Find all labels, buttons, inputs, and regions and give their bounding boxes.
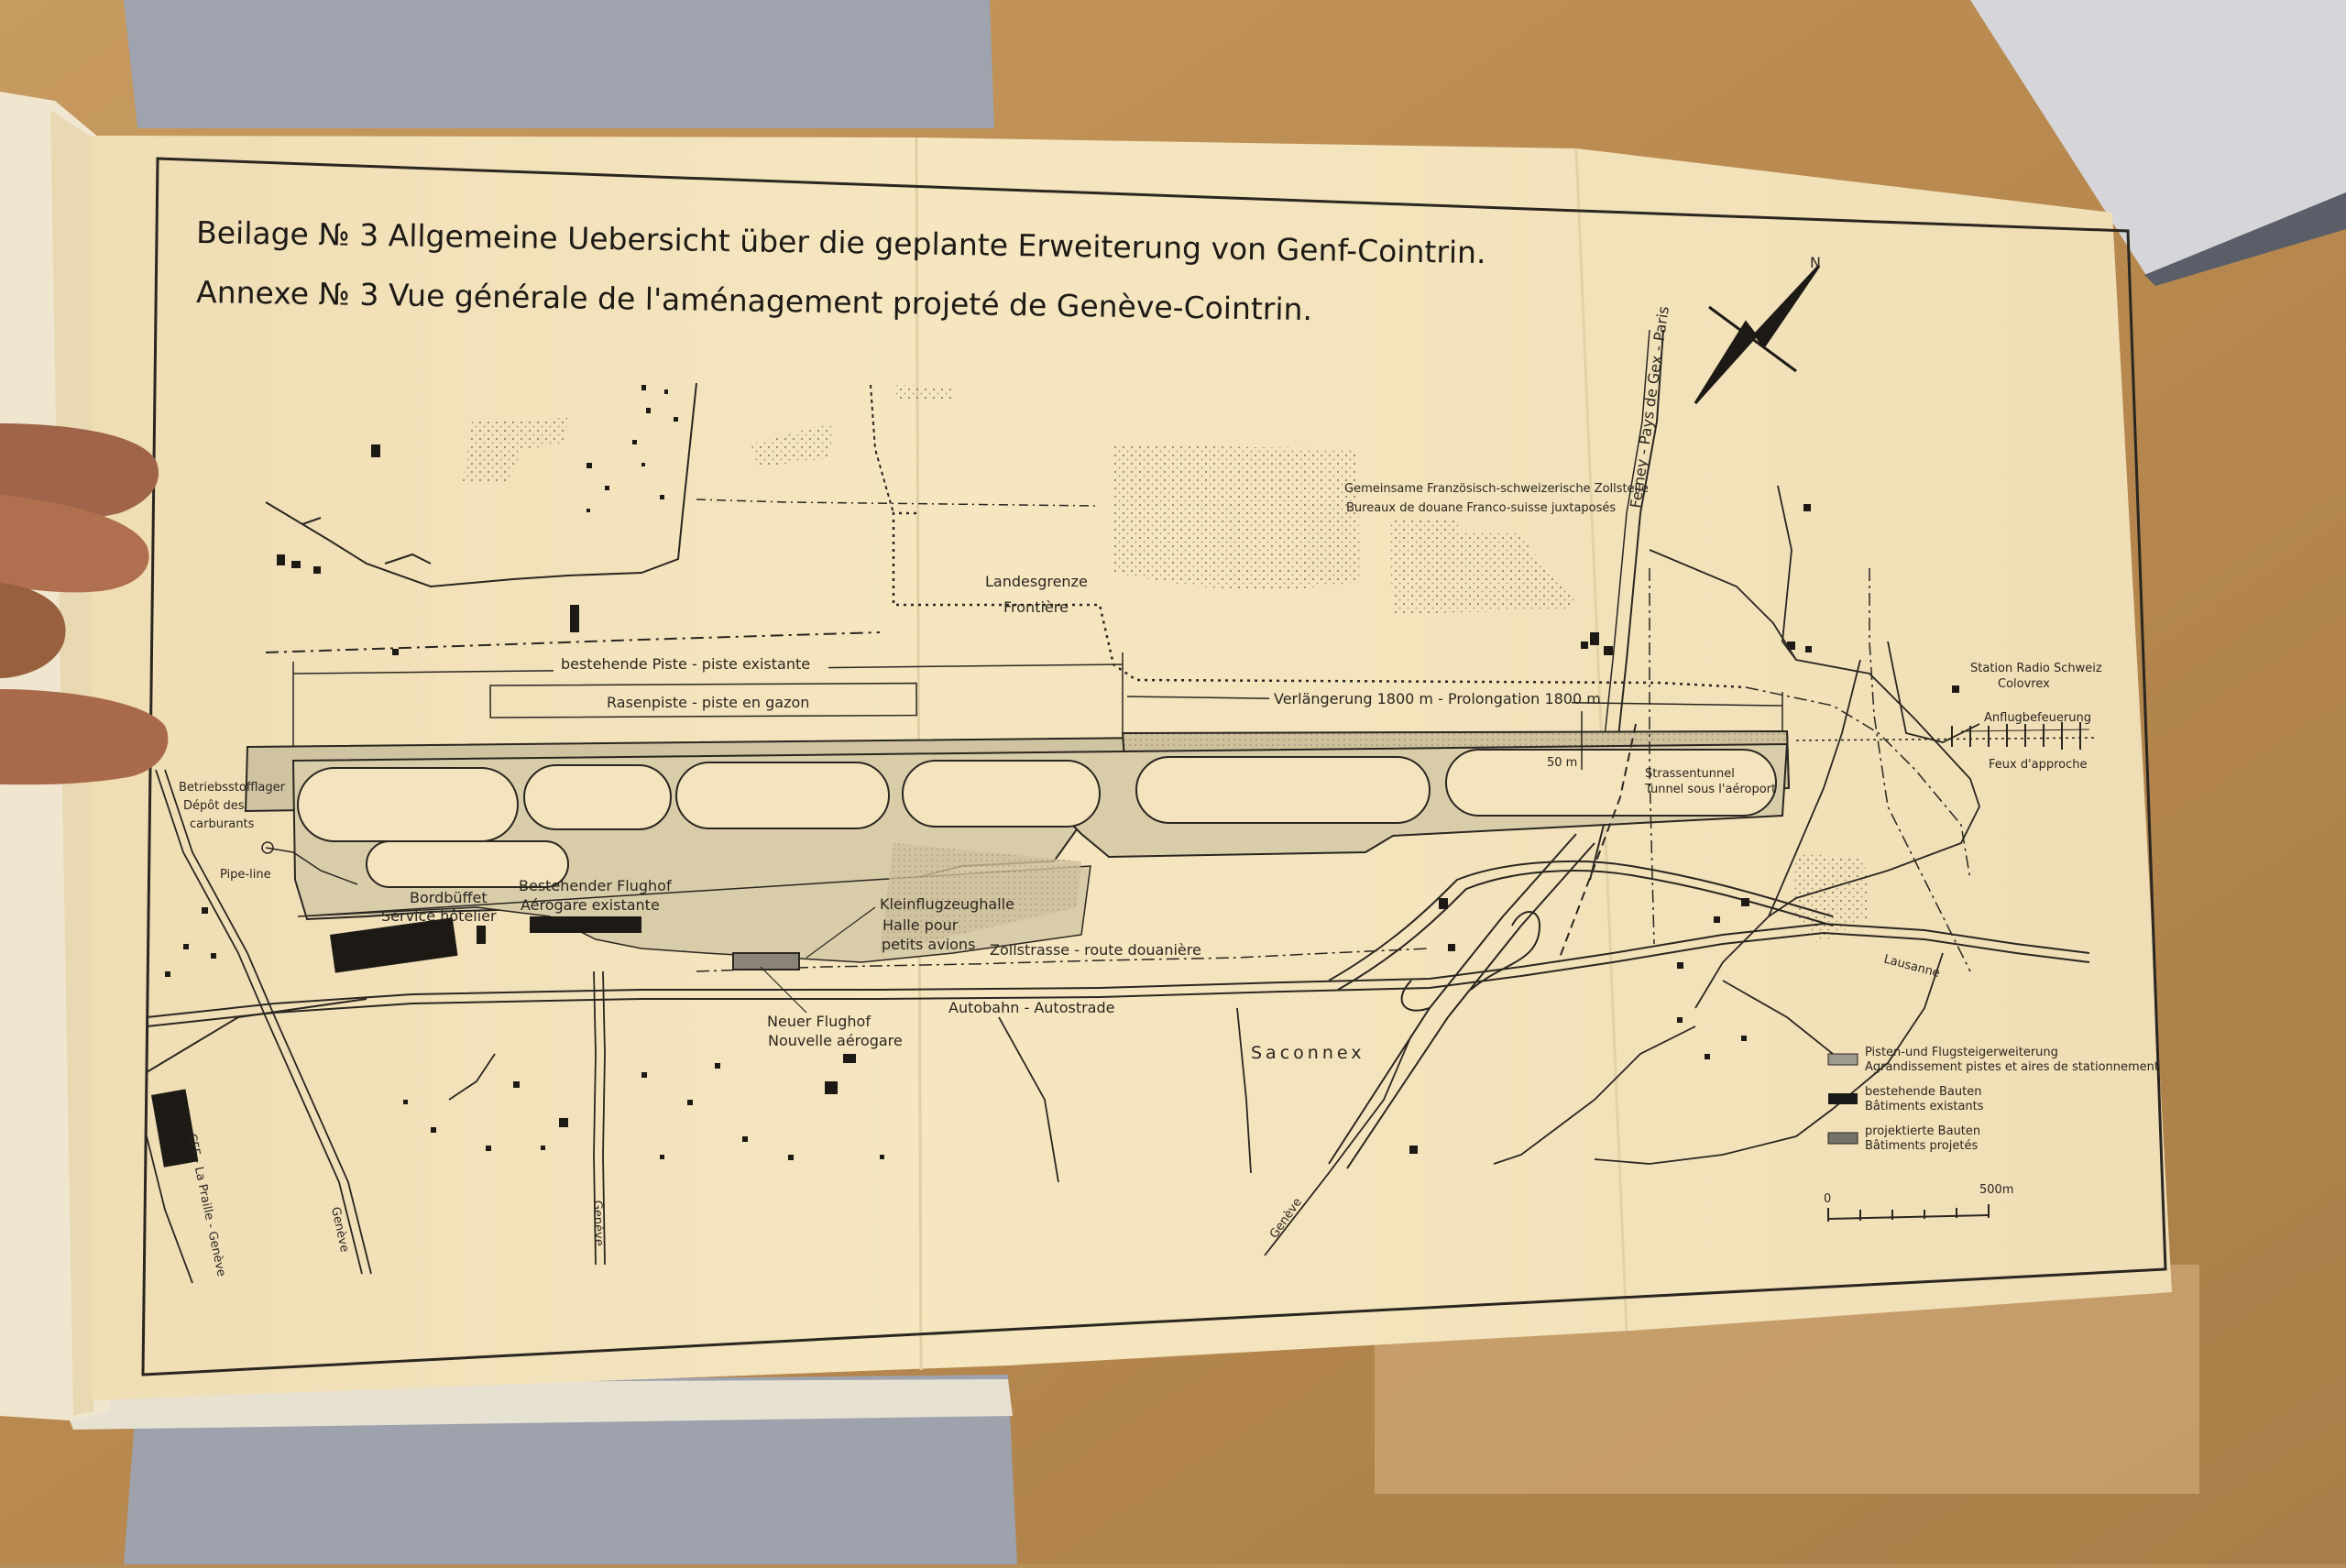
frontiere-label: Frontière bbox=[1003, 598, 1069, 616]
bordbuffet-label-de: Bordbüffet bbox=[410, 889, 488, 906]
flughof-label-de: Bestehender Flughof bbox=[519, 877, 672, 894]
frontier-line bbox=[892, 511, 1747, 689]
betrieb-label-2: Dépôt des bbox=[183, 799, 245, 813]
north-roads bbox=[265, 382, 697, 588]
north-arrow-icon bbox=[1694, 264, 1821, 405]
bordbuffet-label-fr: Service hôtelier bbox=[381, 907, 497, 925]
hand-finger bbox=[0, 423, 159, 523]
scale-bar bbox=[1827, 1204, 1990, 1222]
rasenpiste-label: Rasenpiste - piste en gazon bbox=[607, 694, 809, 711]
small-aircraft-hangar bbox=[732, 952, 800, 970]
scale-start: 0 bbox=[1824, 1192, 1831, 1206]
south-buildings bbox=[150, 898, 1749, 1168]
tunnel-label-de: Strassentunnel bbox=[1645, 767, 1735, 781]
douane-label-fr: Bureaux de douane Franco-suisse juxtapos… bbox=[1346, 501, 1616, 515]
colovrex-label: Colovrex bbox=[1998, 677, 2050, 691]
map-border bbox=[141, 157, 2167, 1376]
south-roads bbox=[146, 769, 1412, 1284]
kleinflug-label-2: Halle pour bbox=[882, 916, 959, 934]
douane-label-de: Gemeinsame Französisch-schweizerische Zo… bbox=[1344, 482, 1649, 496]
existing-terminal bbox=[530, 916, 641, 933]
betrieb-label-3: carburants bbox=[190, 817, 255, 831]
legend-1-de: Pisten-und Flugsteigerweiterung bbox=[1865, 1046, 2058, 1059]
verlaengerung-label: Verlängerung 1800 m - Prolongation 1800 … bbox=[1274, 690, 1601, 707]
betrieb-label-1: Betriebsstofflager bbox=[179, 781, 286, 795]
landesgrenze-label: Landesgrenze bbox=[985, 573, 1088, 590]
map-legend bbox=[1827, 1053, 1858, 1145]
anflug-label-fr: Feux d'approche bbox=[1989, 758, 2088, 772]
north-buildings bbox=[277, 385, 1959, 693]
legend-3-fr: Bâtiments projetés bbox=[1865, 1139, 1978, 1153]
existing-runway-dimension: bestehende Piste - piste existante bbox=[292, 652, 1124, 747]
legend-2-de: bestehende Bauten bbox=[1865, 1085, 1981, 1099]
anflug-label-de: Anflugbefeuerung bbox=[1984, 711, 2091, 725]
paper-sheet-corner bbox=[1970, 0, 2346, 280]
wooded-areas bbox=[463, 385, 1869, 944]
grass-runway bbox=[489, 682, 917, 718]
piste-existante-label: bestehende Piste - piste existante bbox=[561, 655, 810, 673]
saconnex-label: Saconnex bbox=[1251, 1043, 1365, 1063]
runway bbox=[244, 729, 1791, 921]
neuer-flughof-label-fr: Nouvelle aérogare bbox=[768, 1032, 903, 1049]
pipeline-label: Pipe-line bbox=[220, 868, 271, 882]
north-label: N bbox=[1810, 254, 1821, 271]
legend-2-fr: Bâtiments existants bbox=[1865, 1100, 1984, 1113]
tunnel-label-fr: Tunnel sous l'aéroport bbox=[1644, 783, 1776, 796]
catering-building bbox=[330, 917, 458, 973]
highway-lausanne bbox=[146, 922, 2090, 1027]
customs-road bbox=[696, 948, 1431, 972]
binder-cover-top bbox=[124, 0, 994, 128]
dist-50m-label: 50 m bbox=[1547, 756, 1577, 770]
east-border bbox=[1649, 568, 1971, 972]
geneve-label-2: Genève bbox=[590, 1201, 606, 1247]
legend-1-fr: Agrandissement pistes et aires de statio… bbox=[1865, 1060, 2159, 1074]
station-radio-label: Station Radio Schweiz bbox=[1970, 662, 2102, 675]
zollstrasse-label: Zollstrasse - route douanière bbox=[990, 941, 1201, 959]
road-tunnel bbox=[1557, 723, 1637, 963]
extension-dimension: Verlängerung 1800 m - Prolongation 1800 … bbox=[1126, 689, 1783, 733]
flughof-label-fr: Aérogare existante bbox=[521, 896, 660, 914]
legend-3-de: projektierte Bauten bbox=[1865, 1124, 1980, 1138]
frontier-line-left bbox=[265, 631, 881, 653]
approach-lights bbox=[1795, 722, 2095, 750]
neuer-flughof-label-de: Neuer Flughof bbox=[767, 1013, 871, 1030]
autobahn-label: Autobahn - Autostrade bbox=[948, 999, 1114, 1016]
scale-end: 500m bbox=[1979, 1183, 2013, 1197]
east-roads bbox=[1493, 485, 1980, 1165]
kleinflug-label-3: petits avions bbox=[882, 936, 975, 953]
kleinflug-label-1: Kleinflugzeughalle bbox=[880, 895, 1014, 913]
